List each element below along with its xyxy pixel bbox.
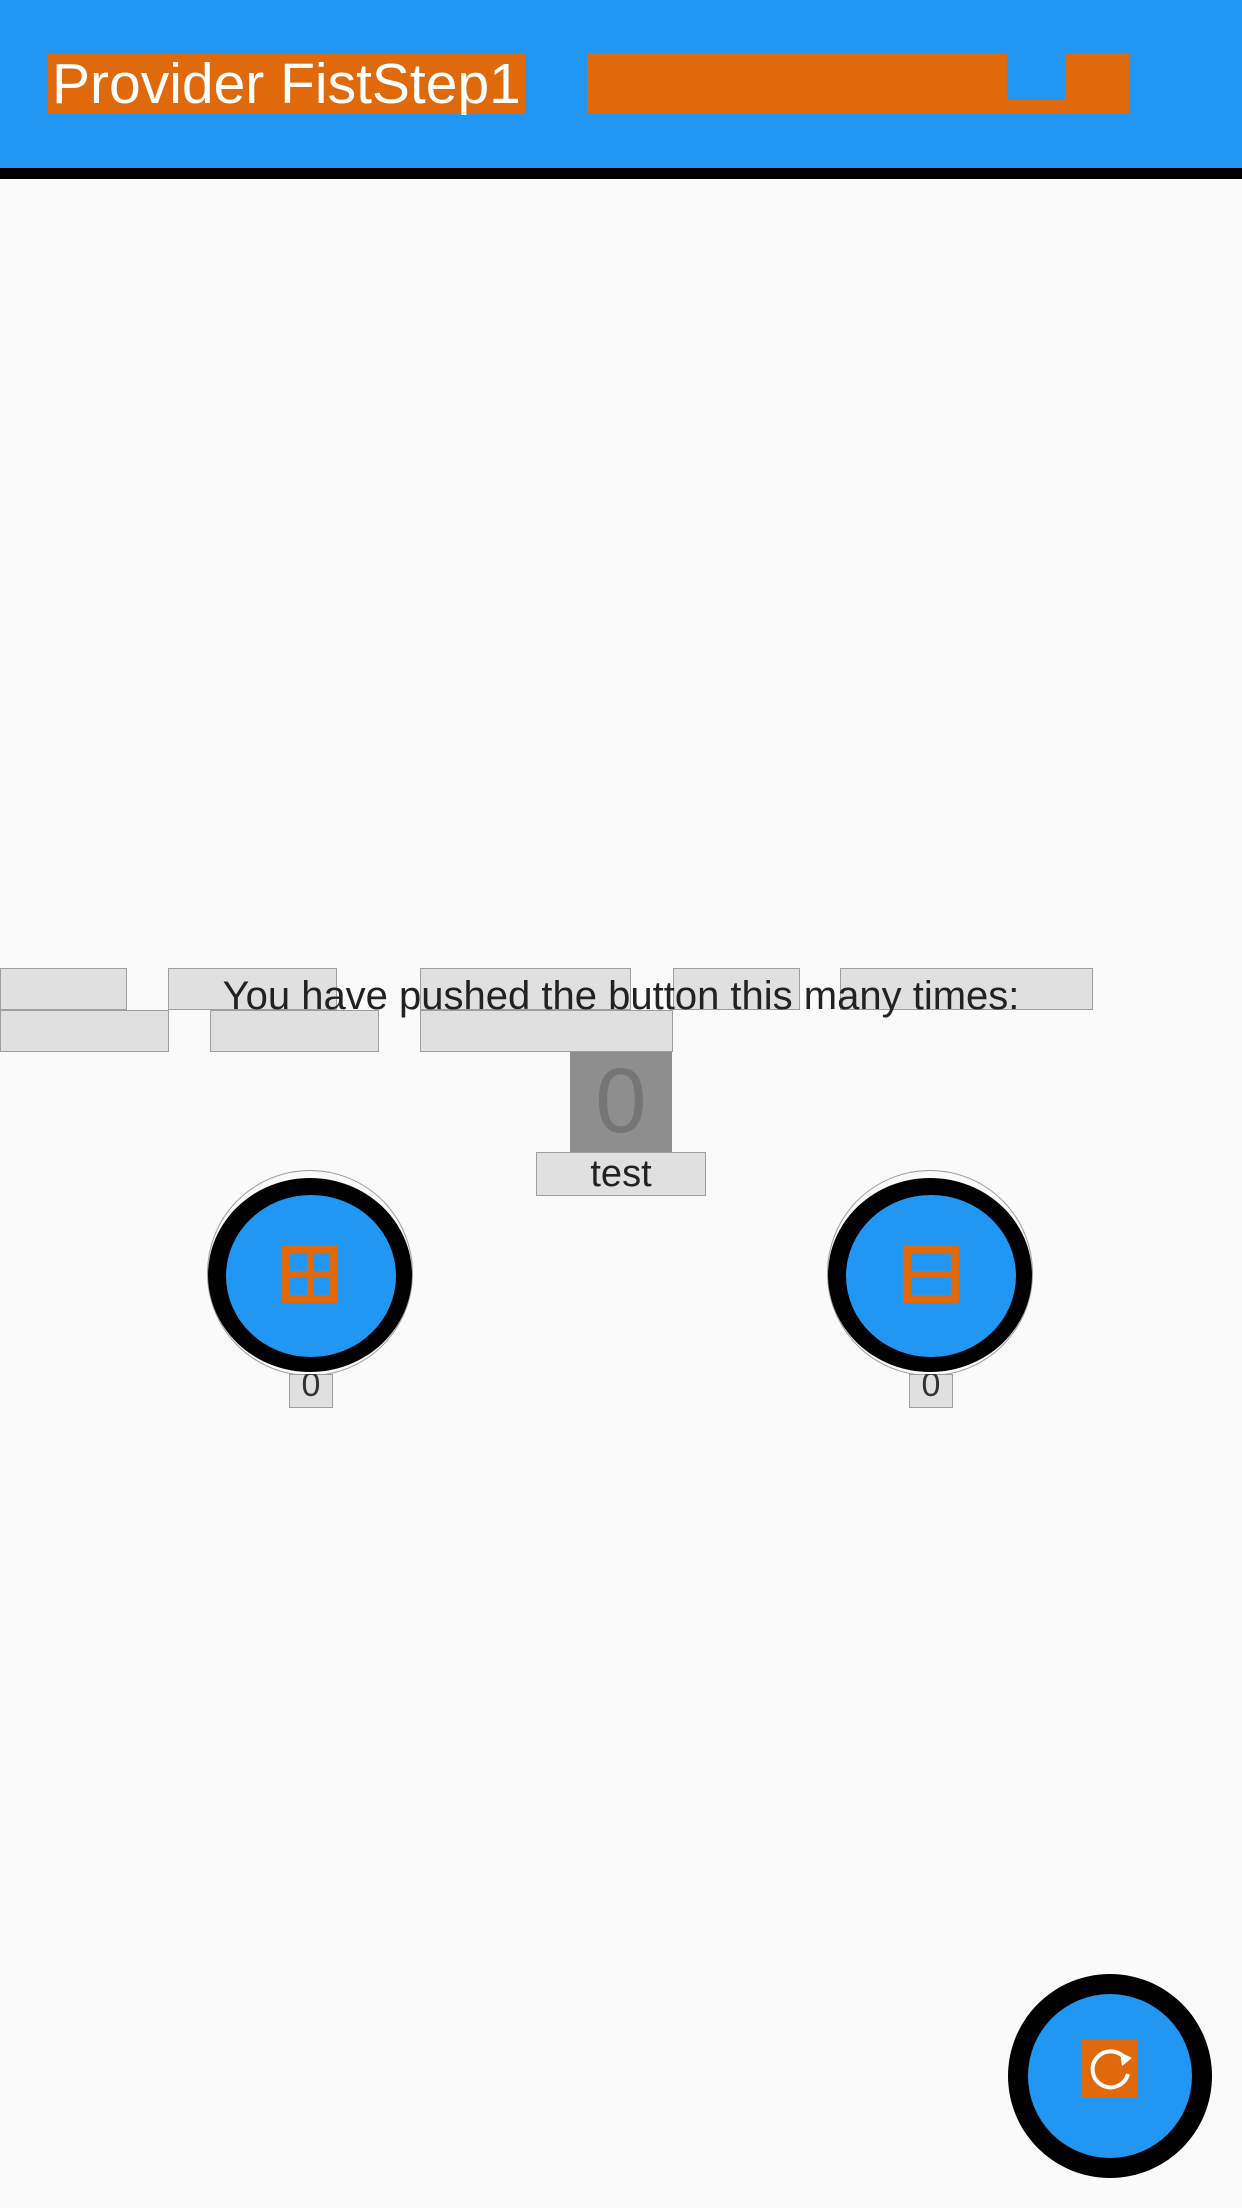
plus-icon — [282, 1245, 338, 1303]
increment-button[interactable] — [226, 1195, 396, 1357]
test-label-background — [536, 1152, 706, 1196]
refresh-button[interactable] — [1028, 1994, 1192, 2158]
refresh-icon — [1082, 2040, 1138, 2098]
decrement-count-background — [909, 1374, 953, 1408]
increment-count: 0 — [301, 1374, 321, 1404]
increment-count-background — [289, 1374, 333, 1408]
app-bar-actions[interactable] — [587, 53, 1129, 113]
test-label: test — [590, 1153, 652, 1195]
app-bar: Provider FistStep1 — [0, 0, 1242, 168]
counter-message: You have pushed the button this many tim… — [222, 974, 1020, 1018]
counter-background — [570, 1052, 672, 1154]
app-bar-shadow — [0, 168, 1242, 179]
decrement-count: 0 — [921, 1374, 941, 1404]
decrement-button[interactable] — [846, 1195, 1016, 1357]
app-bar-title: Provider FistStep1 — [48, 54, 525, 114]
app-bar-actions-notch — [1007, 53, 1065, 100]
counter-value: 0 — [595, 1050, 647, 1152]
minus-icon — [903, 1245, 959, 1303]
